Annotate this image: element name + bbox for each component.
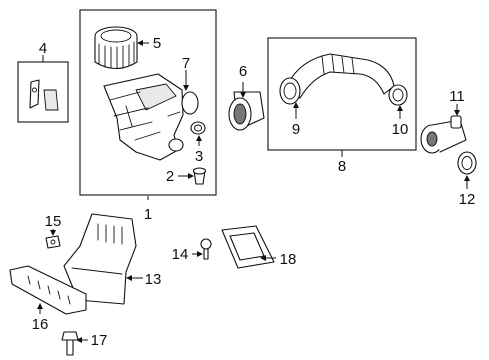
callout-10: 10 [392,121,409,138]
callout-15: 15 [45,213,62,230]
callout-11: 11 [449,88,465,105]
callout-16: 16 [32,316,49,333]
o-ring[interactable] [181,91,199,115]
air-inlet-duct[interactable] [63,213,137,305]
clamp-9[interactable] [279,77,301,105]
callout-8: 8 [338,158,346,175]
callout-14: 14 [172,246,189,263]
clamp-10[interactable] [388,84,408,106]
callout-3: 3 [195,148,203,165]
clip-15[interactable] [45,235,61,249]
intake-duct[interactable] [287,53,395,99]
screw-14[interactable] [200,238,212,260]
bracket[interactable] [29,79,59,111]
callout-7: 7 [182,55,190,72]
callout-4: 4 [39,40,47,57]
air-cleaner-housing[interactable] [103,73,184,161]
grommet[interactable] [190,121,206,135]
air-deflector[interactable] [221,225,275,269]
air-cleaner-assembly-box [79,9,217,196]
callout-18: 18 [280,251,297,268]
mass-air-flow-adapter[interactable] [228,91,265,131]
air-filter-element[interactable] [94,26,138,70]
callout-labels: 1 2 3 4 5 6 7 8 9 10 11 12 13 14 15 16 1… [32,35,476,349]
callout-2: 2 [166,168,174,185]
callout-5: 5 [153,35,161,52]
callout-6: 6 [239,63,247,80]
callout-1: 1 [144,206,152,223]
sensor-ring[interactable] [457,151,477,175]
air-guide[interactable] [9,265,87,315]
bracket-kit-box [17,61,69,123]
callout-17: 17 [91,332,108,349]
clip[interactable] [192,167,207,185]
mass-air-flow-sensor[interactable] [420,115,467,154]
callout-9: 9 [292,121,300,138]
bolt-17[interactable] [61,331,79,356]
callout-13: 13 [145,271,162,288]
callout-12: 12 [459,191,476,208]
leader-lines [37,40,470,343]
